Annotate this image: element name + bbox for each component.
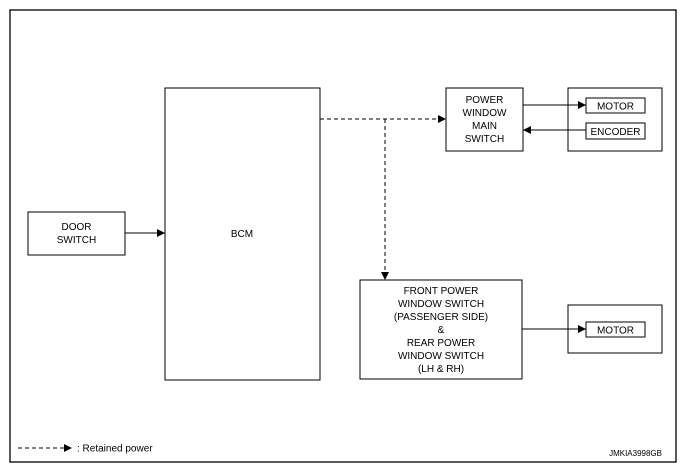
figure-id: JMKIA3998GB [609, 449, 662, 458]
fr-switch-label-4: & [438, 325, 445, 336]
motor-label-2: MOTOR [597, 326, 634, 337]
pw-main-switch-label-4: SWITCH [465, 134, 504, 145]
door-unit-box-1 [567, 87, 663, 152]
pw-main-switch-label-3: MAIN [472, 121, 497, 132]
door-switch-label-2: SWITCH [57, 235, 96, 246]
encoder-label: ENCODER [590, 127, 640, 138]
legend: : Retained power [18, 444, 153, 455]
door-switch-label-1: DOOR [62, 222, 92, 233]
door-switch-box: DOOR SWITCH [27, 211, 126, 256]
motor-label-1: MOTOR [597, 102, 634, 113]
motor-box-1: MOTOR [585, 97, 646, 114]
legend-label: : Retained power [77, 444, 153, 455]
front-rear-power-window-switch-box: FRONT POWER WINDOW SWITCH (PASSENGER SID… [359, 279, 523, 380]
bcm-box: BCM [164, 87, 321, 381]
bcm-label: BCM [231, 229, 253, 240]
fr-switch-label-7: (LH & RH) [418, 364, 464, 375]
diagram-frame [9, 9, 677, 463]
pw-main-switch-label-2: WINDOW [463, 108, 507, 119]
encoder-box: ENCODER [585, 122, 646, 140]
pw-main-switch-label-1: POWER [466, 95, 504, 106]
fr-switch-label-1: FRONT POWER [404, 286, 479, 297]
fr-switch-label-3: (PASSENGER SIDE) [394, 312, 488, 323]
fr-switch-label-6: WINDOW SWITCH [398, 351, 484, 362]
fr-switch-label-5: REAR POWER [407, 338, 475, 349]
fr-switch-label-2: WINDOW SWITCH [398, 299, 484, 310]
motor-box-2: MOTOR [585, 321, 646, 338]
power-window-main-switch-box: POWER WINDOW MAIN SWITCH [445, 87, 524, 152]
